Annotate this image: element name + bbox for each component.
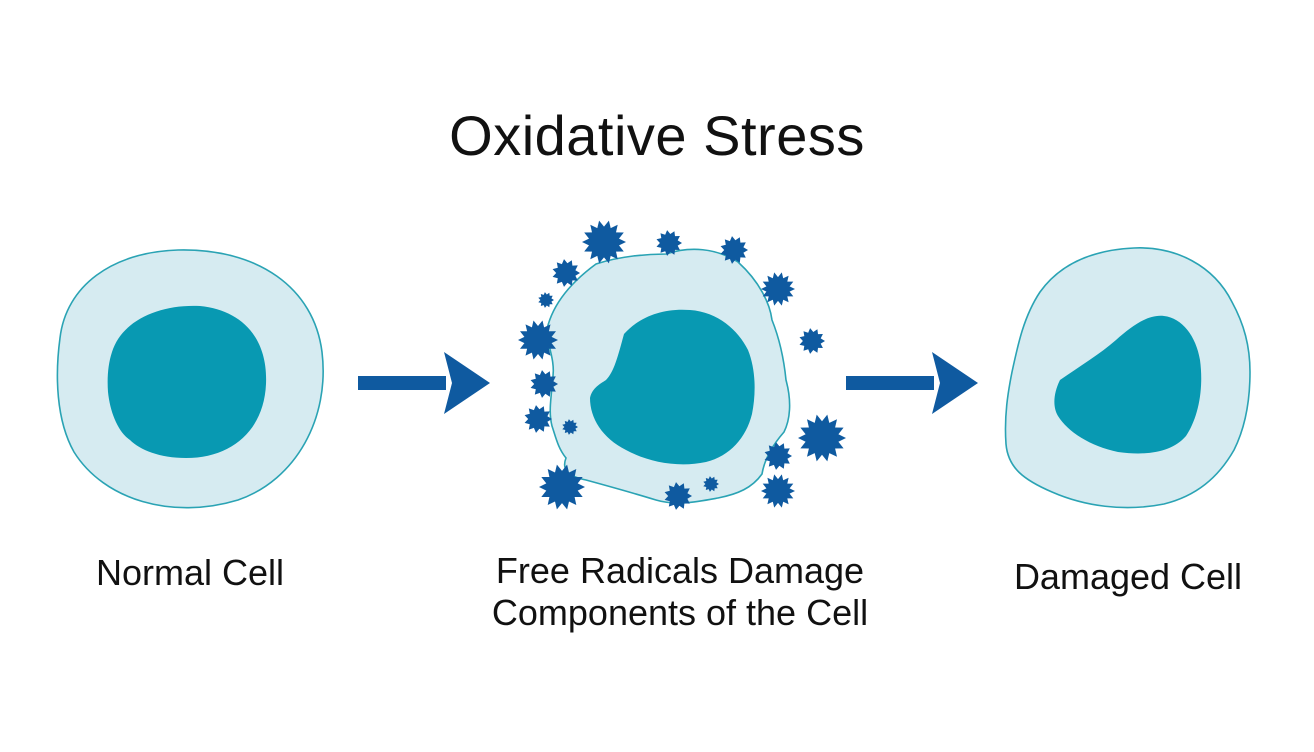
normal-cell-label: Normal Cell: [95, 552, 285, 593]
free-radical-icon: [703, 476, 719, 492]
damaged-cell-label: Damaged Cell: [1013, 556, 1243, 597]
free-radical-icon: [798, 414, 846, 462]
free-radical-icon: [538, 292, 554, 308]
diagram-title: Oxidative Stress: [449, 104, 865, 167]
normal-cell: [56, 249, 324, 509]
arrow-right-icon: [358, 352, 490, 414]
free-radical-icon: [720, 236, 748, 264]
radical-cell-nucleus: [590, 309, 755, 465]
arrow-right-icon: [846, 352, 978, 414]
free-radical-icon: [664, 482, 692, 510]
free-radical-icon: [582, 220, 626, 264]
radical-damage-label-line1: Free Radicals Damage: [495, 550, 865, 591]
damaged-cell-nucleus: [1054, 315, 1202, 454]
free-radical-icon: [761, 474, 795, 508]
free-radical-icon: [530, 370, 558, 398]
free-radical-icon: [552, 259, 580, 287]
radical-cell: [518, 220, 846, 510]
free-radical-icon: [539, 464, 585, 510]
free-radical-icon: [799, 328, 825, 354]
free-radical-icon: [562, 419, 578, 435]
free-radical-icon: [524, 405, 552, 433]
free-radical-icon: [761, 272, 795, 306]
free-radical-cluster: [518, 220, 846, 510]
radical-damage-label: Free Radicals Damage Components of the C…: [430, 550, 930, 634]
free-radical-icon: [518, 320, 558, 360]
normal-cell-nucleus: [107, 305, 267, 458]
damaged-cell: [1004, 247, 1251, 509]
free-radical-icon: [656, 230, 682, 256]
free-radical-icon: [764, 442, 792, 470]
radical-damage-label-line2: Components of the Cell: [491, 592, 869, 633]
